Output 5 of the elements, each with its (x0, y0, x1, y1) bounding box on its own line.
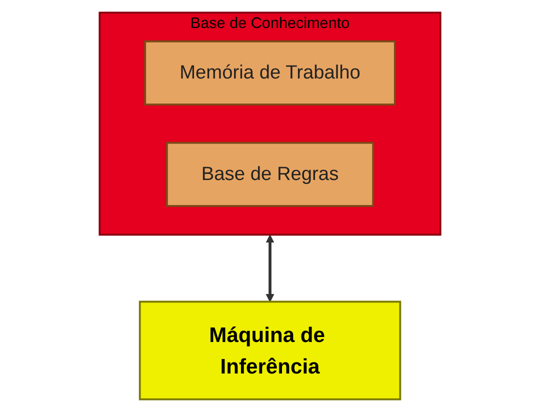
arrow (266, 234, 274, 302)
node-box (138, 300, 402, 400)
node-box (144, 40, 396, 106)
cluster (98, 12, 442, 236)
node-box (166, 142, 374, 207)
